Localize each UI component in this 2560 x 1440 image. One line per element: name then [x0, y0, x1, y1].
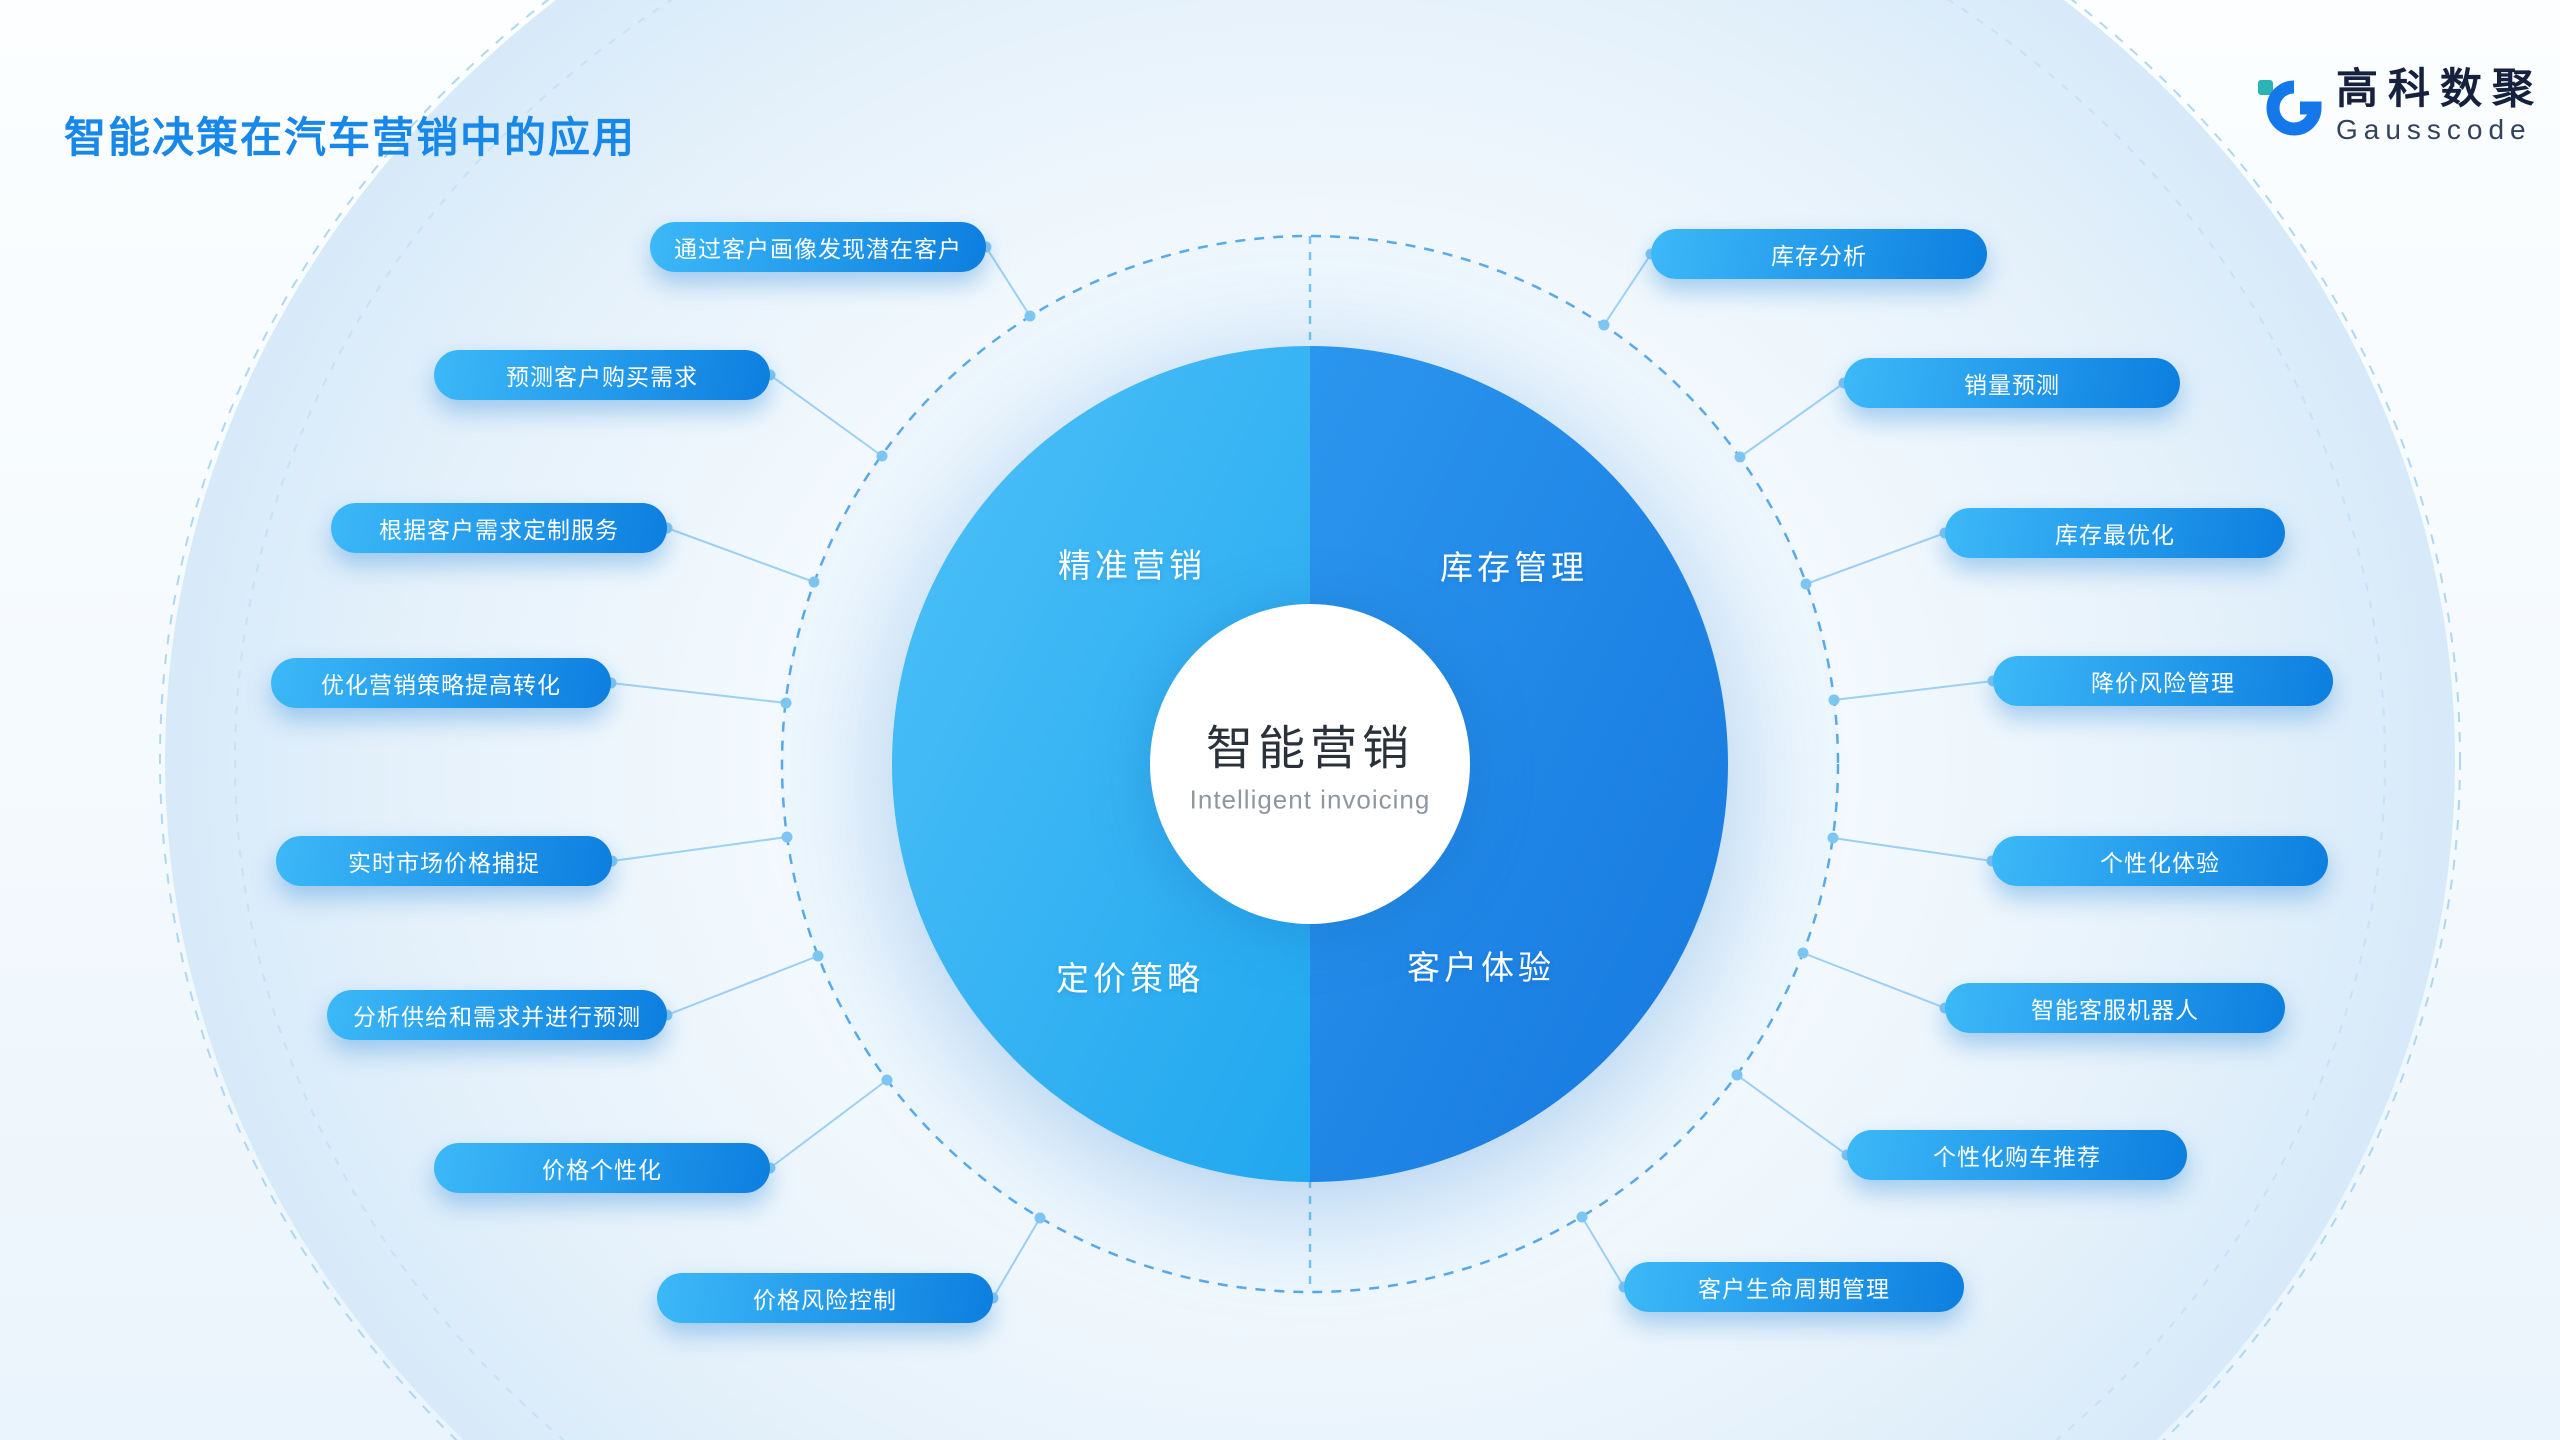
feature-pill-left-1: 通过客户画像发现潜在客户 [650, 222, 986, 272]
main-circle [892, 346, 1728, 1182]
gausscode-logo-icon [2257, 80, 2322, 136]
feature-pill-left-5: 实时市场价格捕捉 [276, 836, 612, 886]
background-dashed-border-inner [234, 0, 2386, 1440]
feature-pill-right-6: 智能客服机器人 [1945, 983, 2285, 1033]
main-circle-left-half [892, 346, 1310, 1182]
center-subtitle: Intelligent invoicing [1189, 784, 1431, 815]
feature-pill-left-4: 优化营销策略提高转化 [271, 658, 611, 708]
feature-pill-right-4: 降价风险管理 [1993, 656, 2333, 706]
feature-pill-left-3: 根据客户需求定制服务 [331, 503, 667, 553]
feature-pill-left-8: 价格风险控制 [657, 1273, 993, 1323]
quadrant-label-inventory-management: 库存管理 [1440, 549, 1588, 586]
quadrant-label-customer-experience: 客户体验 [1407, 949, 1555, 986]
page-title: 智能决策在汽车营销中的应用 [64, 114, 637, 161]
center-hub-circle [1150, 604, 1470, 924]
quadrant-label-precision-marketing: 精准营销 [1058, 547, 1206, 584]
brand-name: 高科数聚 [2335, 65, 2544, 112]
feature-pill-left-6: 分析供给和需求并进行预测 [327, 990, 667, 1040]
connector-lines [610, 246, 1994, 1299]
feature-pill-right-3: 库存最优化 [1945, 508, 2285, 558]
background-dashed-border-outer [159, 0, 2461, 1440]
feature-pill-left-7: 价格个性化 [434, 1143, 770, 1193]
feature-pill-right-2: 销量预测 [1844, 358, 2180, 408]
brand-text: 高科数聚 Gausscode [2335, 65, 2544, 146]
feature-pill-right-1: 库存分析 [1651, 229, 1987, 279]
brand-logo: 高科数聚 Gausscode [2257, 65, 2544, 146]
feature-pill-right-5: 个性化体验 [1992, 836, 2328, 886]
main-circle-right-half [1310, 346, 1728, 1182]
brand-subtitle: Gausscode [2335, 114, 2532, 146]
feature-pill-right-8: 客户生命周期管理 [1624, 1262, 1964, 1312]
feature-pill-right-7: 个性化购车推荐 [1847, 1130, 2187, 1180]
feature-pill-left-2: 预测客户购买需求 [434, 350, 770, 400]
quadrant-label-pricing-strategy: 定价策略 [1056, 960, 1204, 997]
center-title: 智能营销 [1206, 721, 1414, 775]
dashed-orbit-circle [780, 234, 1840, 1294]
